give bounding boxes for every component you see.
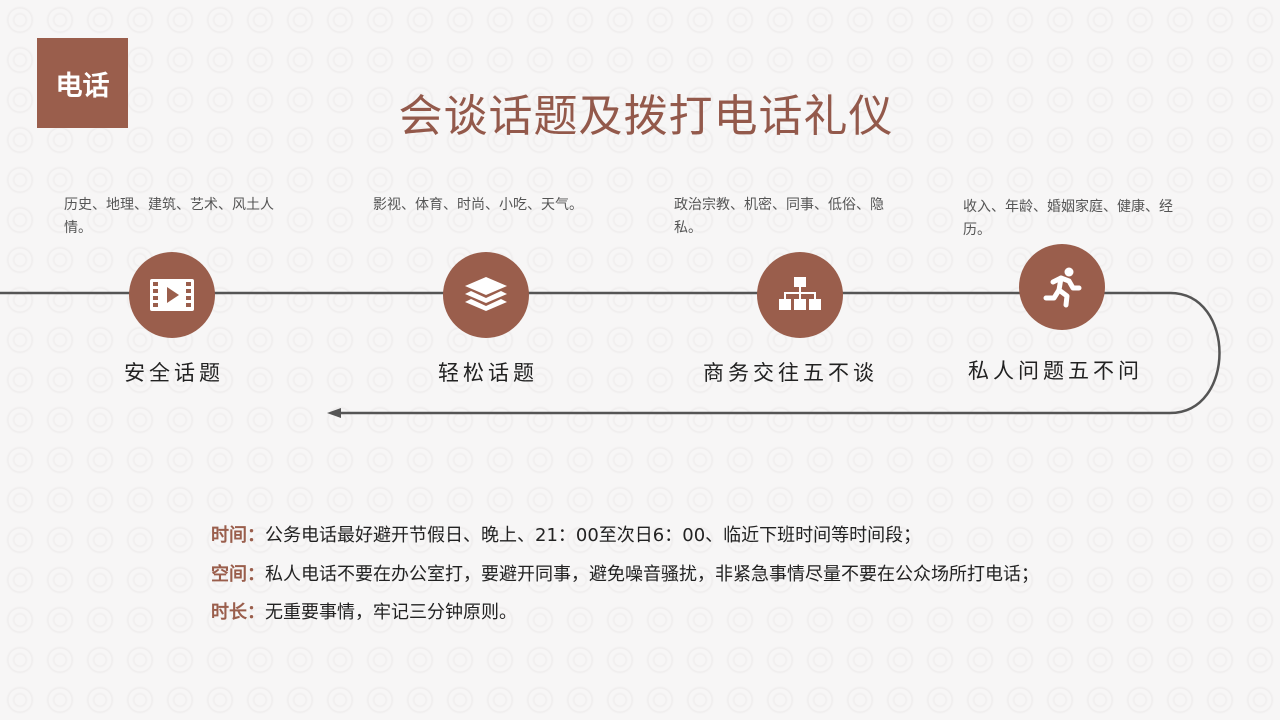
rule-line: 时间：公务电话最好避开节假日、晚上、21：00至次日6：00、临近下班时间等时间…: [211, 521, 921, 547]
topic-description: 收入、年龄、婚姻家庭、健康、经历。: [963, 199, 1173, 238]
rule-line: 空间：私人电话不要在办公室打，要避开同事，避免噪音骚扰，非紧急事情尽量不要在公众…: [211, 560, 1039, 586]
topic-label: 安全话题: [124, 361, 224, 385]
topic-description: 影视、体育、时尚、小吃、天气。: [373, 197, 583, 213]
rule-key: 空间：: [211, 564, 265, 585]
rule-key: 时长：: [211, 602, 265, 623]
topic-circle: [443, 252, 529, 338]
section-badge: 电话: [37, 38, 128, 128]
arrow-head-icon: [327, 408, 341, 418]
topic-circle: [1019, 244, 1105, 330]
page-title: 会谈话题及拨打电话礼仪: [398, 91, 894, 142]
rule-text: 公务电话最好避开节假日、晚上、21：00至次日6：00、临近下班时间等时间段；: [265, 525, 922, 546]
topic-label: 轻松话题: [438, 361, 538, 385]
running-person-icon: [1043, 267, 1082, 308]
rule-text: 无重要事情，牢记三分钟原则。: [265, 602, 517, 623]
topic-label: 私人问题五不问: [968, 359, 1143, 383]
rule-key: 时间：: [211, 525, 265, 546]
topic-description: 历史、地理、建筑、艺术、风土人情。: [64, 197, 274, 236]
topic-circle: [129, 252, 215, 338]
topic-description: 政治宗教、机密、同事、低俗、隐私。: [674, 197, 884, 236]
hierarchy-icon: [779, 277, 821, 310]
rule-line: 时长：无重要事情，牢记三分钟原则。: [211, 598, 517, 624]
topic-label: 商务交往五不谈: [703, 361, 878, 385]
topic-circle: [757, 252, 843, 338]
video-icon: [150, 279, 194, 311]
layers-icon: [465, 277, 507, 311]
rule-text: 私人电话不要在办公室打，要避开同事，避免噪音骚扰，非紧急事情尽量不要在公众场所打…: [265, 564, 1039, 585]
